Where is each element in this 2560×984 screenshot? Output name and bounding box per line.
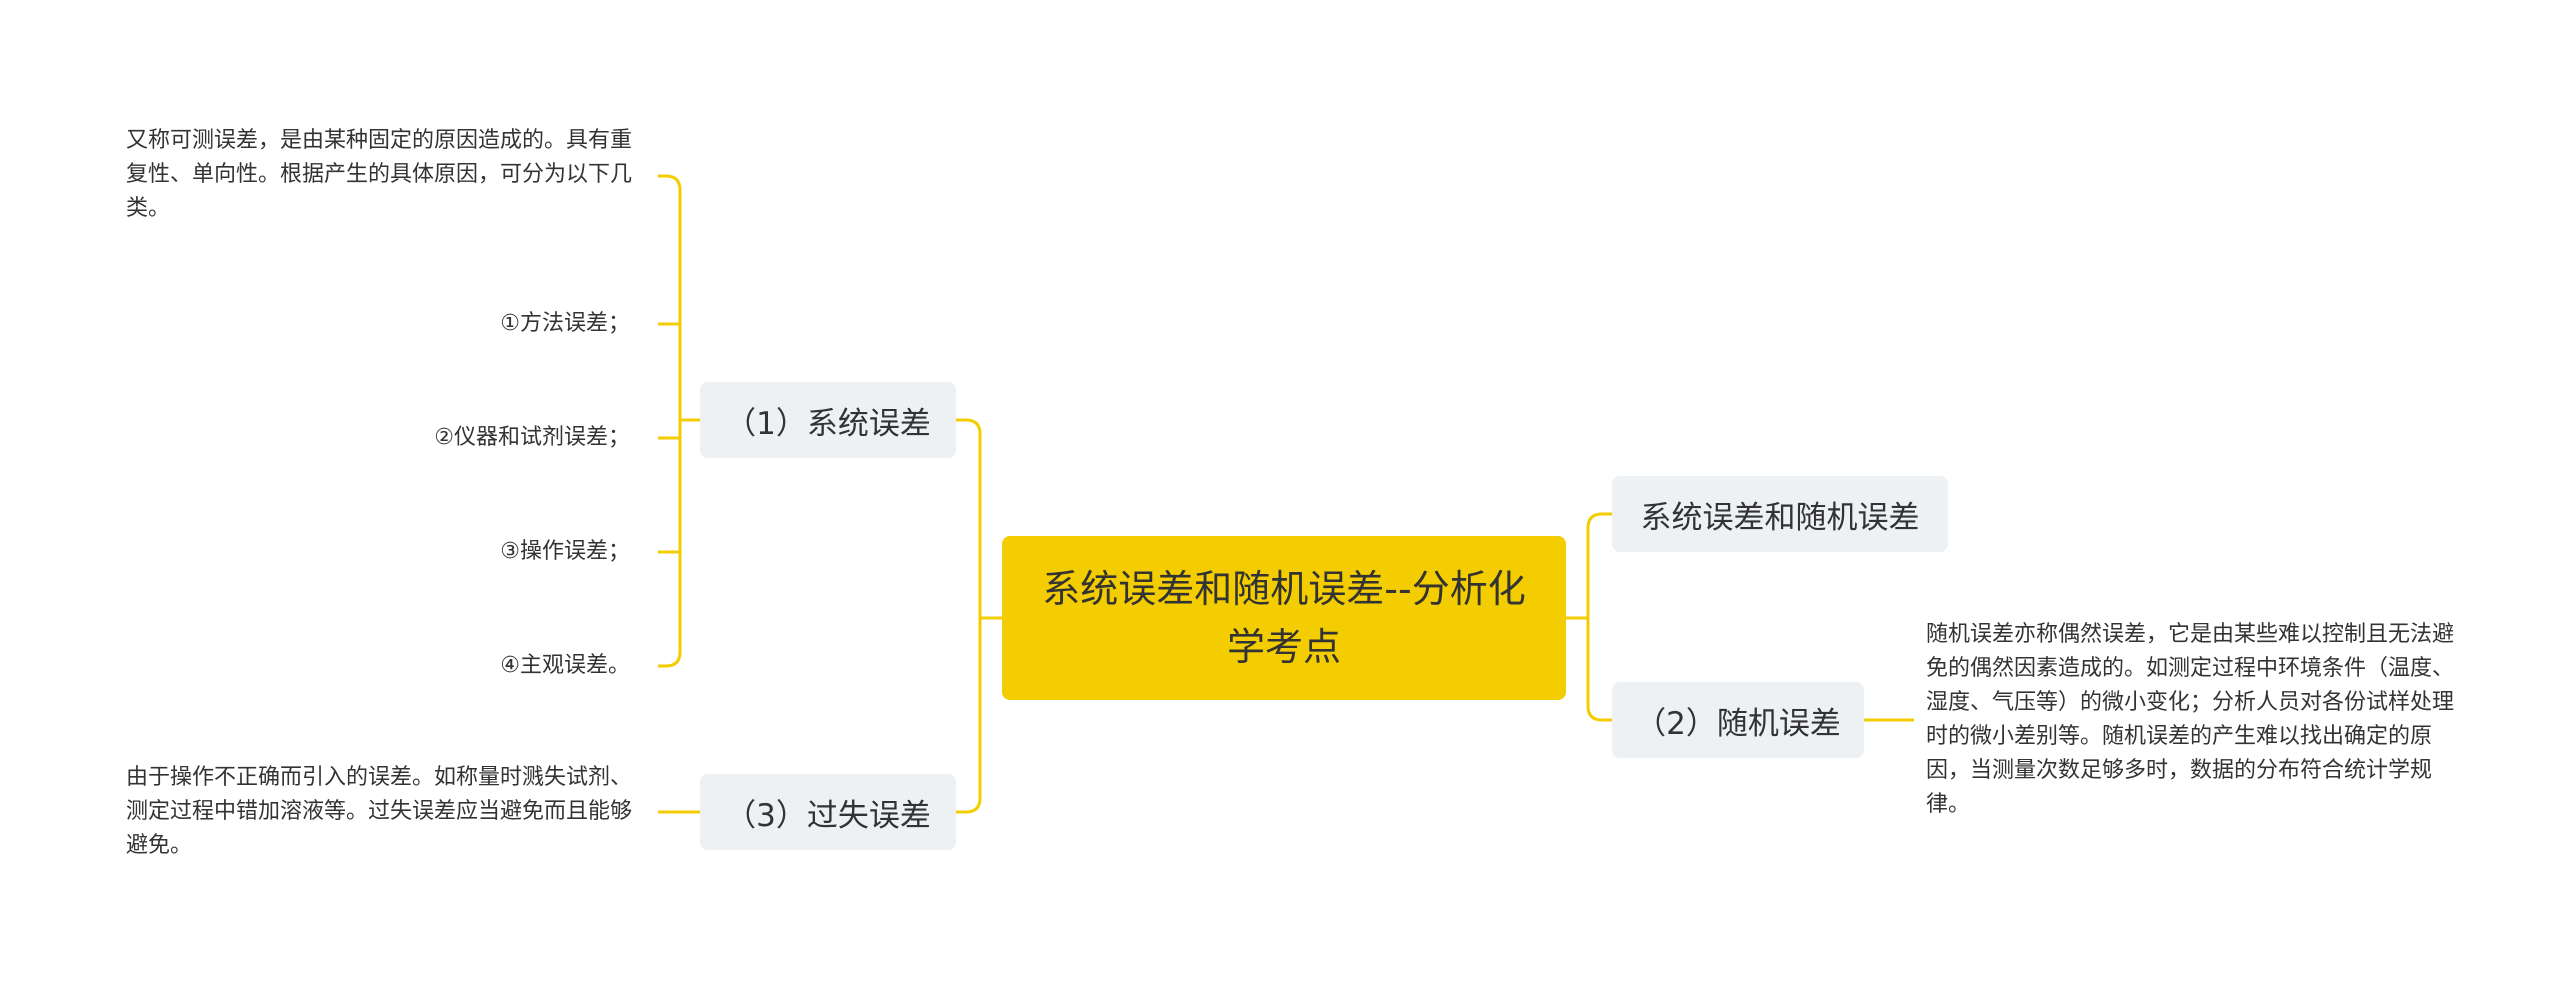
branch-random-error-label: （2）随机误差 [1635,705,1841,742]
leaf-instrument-reagent-error-label: ②仪器和试剂误差； [434,425,630,450]
branch-gross-error-label: （3）过失误差 [725,797,931,834]
systematic-error-description-text: 又称可测误差，是由某种固定的原因造成的。具有重复性、单向性。根据产生的具体原因，… [126,128,633,221]
branch-systematic-error-label: （1）系统误差 [725,405,931,442]
branch-heading[interactable]: 系统误差和随机误差 [1612,476,1948,552]
branch-gross-error[interactable]: （3）过失误差 [700,774,956,850]
leaf-subjective-error-label: ④主观误差。 [500,653,630,678]
gross-error-description-text: 由于操作不正确而引入的误差。如称量时溅失试剂、测定过程中错加溶液等。过失误差应当… [126,765,633,858]
random-error-description-text: 随机误差亦称偶然误差，它是由某些难以控制且无法避免的偶然因素造成的。如测定过程中… [1926,622,2455,817]
random-error-description: 随机误差亦称偶然误差，它是由某些难以控制且无法避免的偶然因素造成的。如测定过程中… [1926,618,2458,822]
gross-error-description: 由于操作不正确而引入的误差。如称量时溅失试剂、测定过程中错加溶液等。过失误差应当… [126,761,646,863]
branch-heading-label: 系统误差和随机误差 [1640,499,1920,536]
leaf-method-error: ①方法误差； [330,307,630,341]
connector-left-trunk [956,418,982,814]
leaf-operation-error: ③操作误差； [330,535,630,569]
leaf-operation-error-label: ③操作误差； [500,539,630,564]
connector-right-trunk [1586,512,1612,722]
leaf-method-error-label: ①方法误差； [500,311,630,336]
branch-systematic-error[interactable]: （1）系统误差 [700,382,956,458]
branch-random-error[interactable]: （2）随机误差 [1612,682,1864,758]
leaf-subjective-error: ④主观误差。 [330,649,630,683]
systematic-error-description: 又称可测误差，是由某种固定的原因造成的。具有重复性、单向性。根据产生的具体原因，… [126,124,646,226]
connector-systematic-trunk [658,174,682,668]
root-topic[interactable]: 系统误差和随机误差--分析化学考点 [1002,536,1566,700]
root-topic-label: 系统误差和随机误差--分析化学考点 [1042,567,1526,669]
leaf-instrument-reagent-error: ②仪器和试剂误差； [330,421,630,455]
